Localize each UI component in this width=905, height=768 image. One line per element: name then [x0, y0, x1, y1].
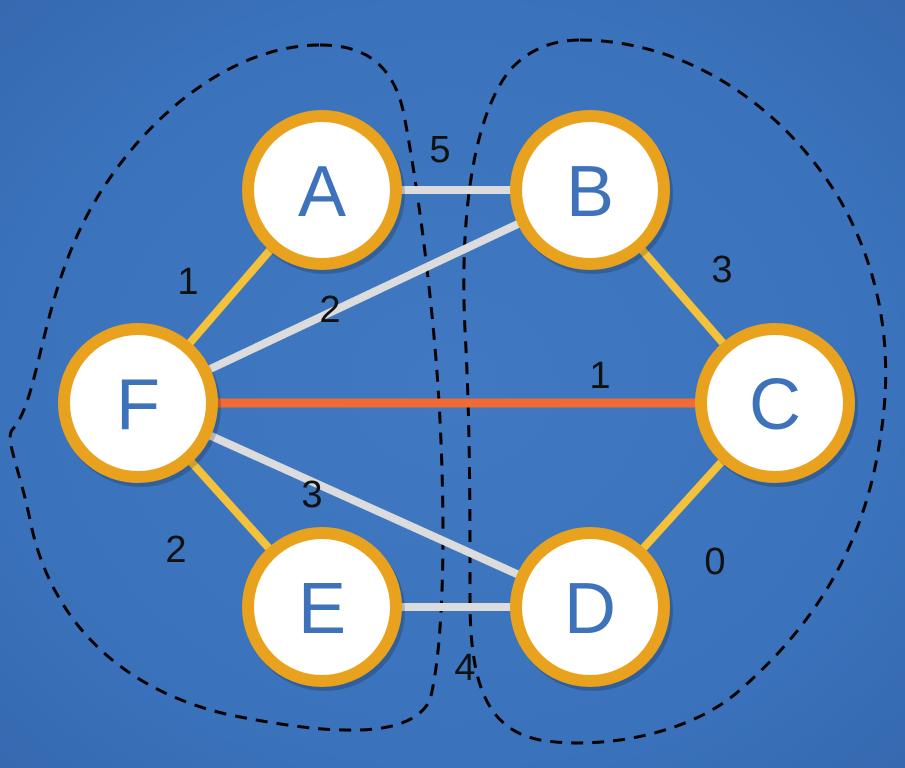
- node-C: C: [695, 323, 858, 487]
- node-label: E: [298, 569, 346, 649]
- cluster-right-boundary: [462, 38, 888, 745]
- edge-F-B: [136, 186, 592, 407]
- node-B: B: [510, 110, 673, 274]
- edge-weight-label: 1: [177, 261, 198, 303]
- node-circle: [242, 527, 402, 687]
- node-E: E: [242, 527, 405, 691]
- node-A: A: [242, 110, 405, 274]
- edge-weight-label: 5: [429, 129, 450, 171]
- edge-weight-label: 0: [704, 541, 725, 583]
- edge-F-D: [136, 399, 592, 611]
- node-circle: [58, 323, 218, 483]
- node-D: D: [510, 527, 673, 691]
- node-label: A: [298, 152, 346, 232]
- node-F: F: [58, 323, 221, 487]
- node-circle: [510, 110, 670, 270]
- node-label: C: [749, 365, 801, 445]
- node-label: B: [566, 152, 614, 232]
- cluster-left-boundary: [8, 43, 445, 732]
- node-label: F: [116, 365, 160, 445]
- edge-weight-label: 2: [165, 529, 186, 571]
- edge-weight-label: 4: [454, 647, 475, 689]
- node-circle: [242, 110, 402, 270]
- edge-weight-label: 3: [301, 474, 322, 516]
- node-label: D: [564, 569, 616, 649]
- edge-weight-label: 3: [711, 249, 732, 291]
- edge-weight-label: 2: [319, 289, 340, 331]
- node-circle: [695, 323, 855, 483]
- node-circle: [510, 527, 670, 687]
- edge-weight-label: 1: [589, 355, 610, 397]
